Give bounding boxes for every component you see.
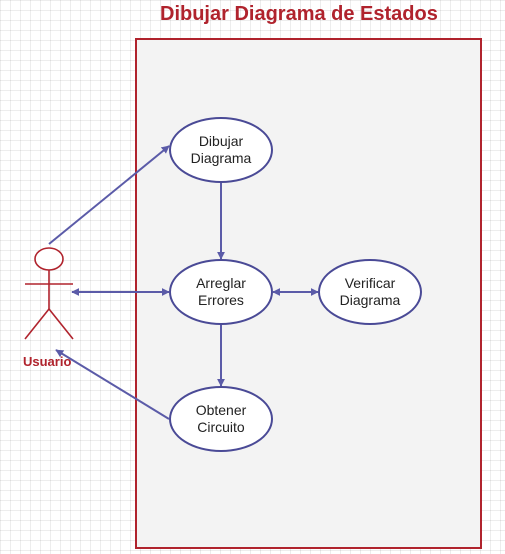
- connector-obtener-usuario: [55, 349, 170, 420]
- use-case-dibujar-diagrama[interactable]: Dibujar Diagrama: [169, 117, 273, 183]
- use-case-obtener-circuito[interactable]: Obtener Circuito: [169, 386, 273, 452]
- diagram-title: Dibujar Diagrama de Estados: [160, 3, 438, 25]
- use-case-arreglar-errores[interactable]: Arreglar Errores: [169, 259, 273, 325]
- actor-icon: [24, 247, 74, 340]
- actor-label: Usuario: [23, 354, 72, 369]
- use-case-verificar-diagrama[interactable]: Verificar Diagrama: [318, 259, 422, 325]
- connector-usuario-dibujar: [48, 145, 170, 245]
